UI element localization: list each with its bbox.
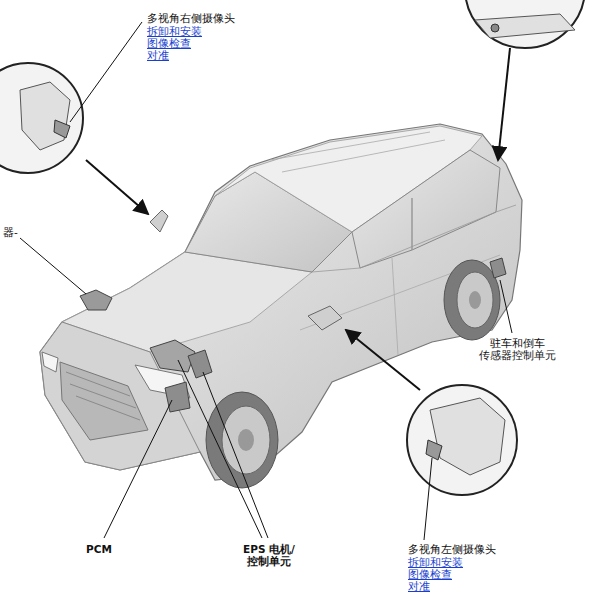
procedure-link: 拆卸和安装 <box>408 556 463 568</box>
part-name: 多视角左侧摄像头 <box>408 543 496 555</box>
part-name: 驻车和倒车 传感器控制单元 <box>462 337 572 361</box>
part-name: 多视角右侧摄像头 <box>147 12 235 24</box>
procedure-link: 图像检查 <box>147 37 191 49</box>
procedure-link: 对准 <box>147 49 169 61</box>
part-name: 器- <box>3 226 18 238</box>
part-name: PCM <box>86 543 112 555</box>
procedure-link: 对准 <box>408 580 430 592</box>
procedure-link: 图像检查 <box>408 568 452 580</box>
part-name: EPS 电机/ 控制单元 <box>236 543 302 567</box>
procedure-link: 拆卸和安装 <box>147 25 202 37</box>
